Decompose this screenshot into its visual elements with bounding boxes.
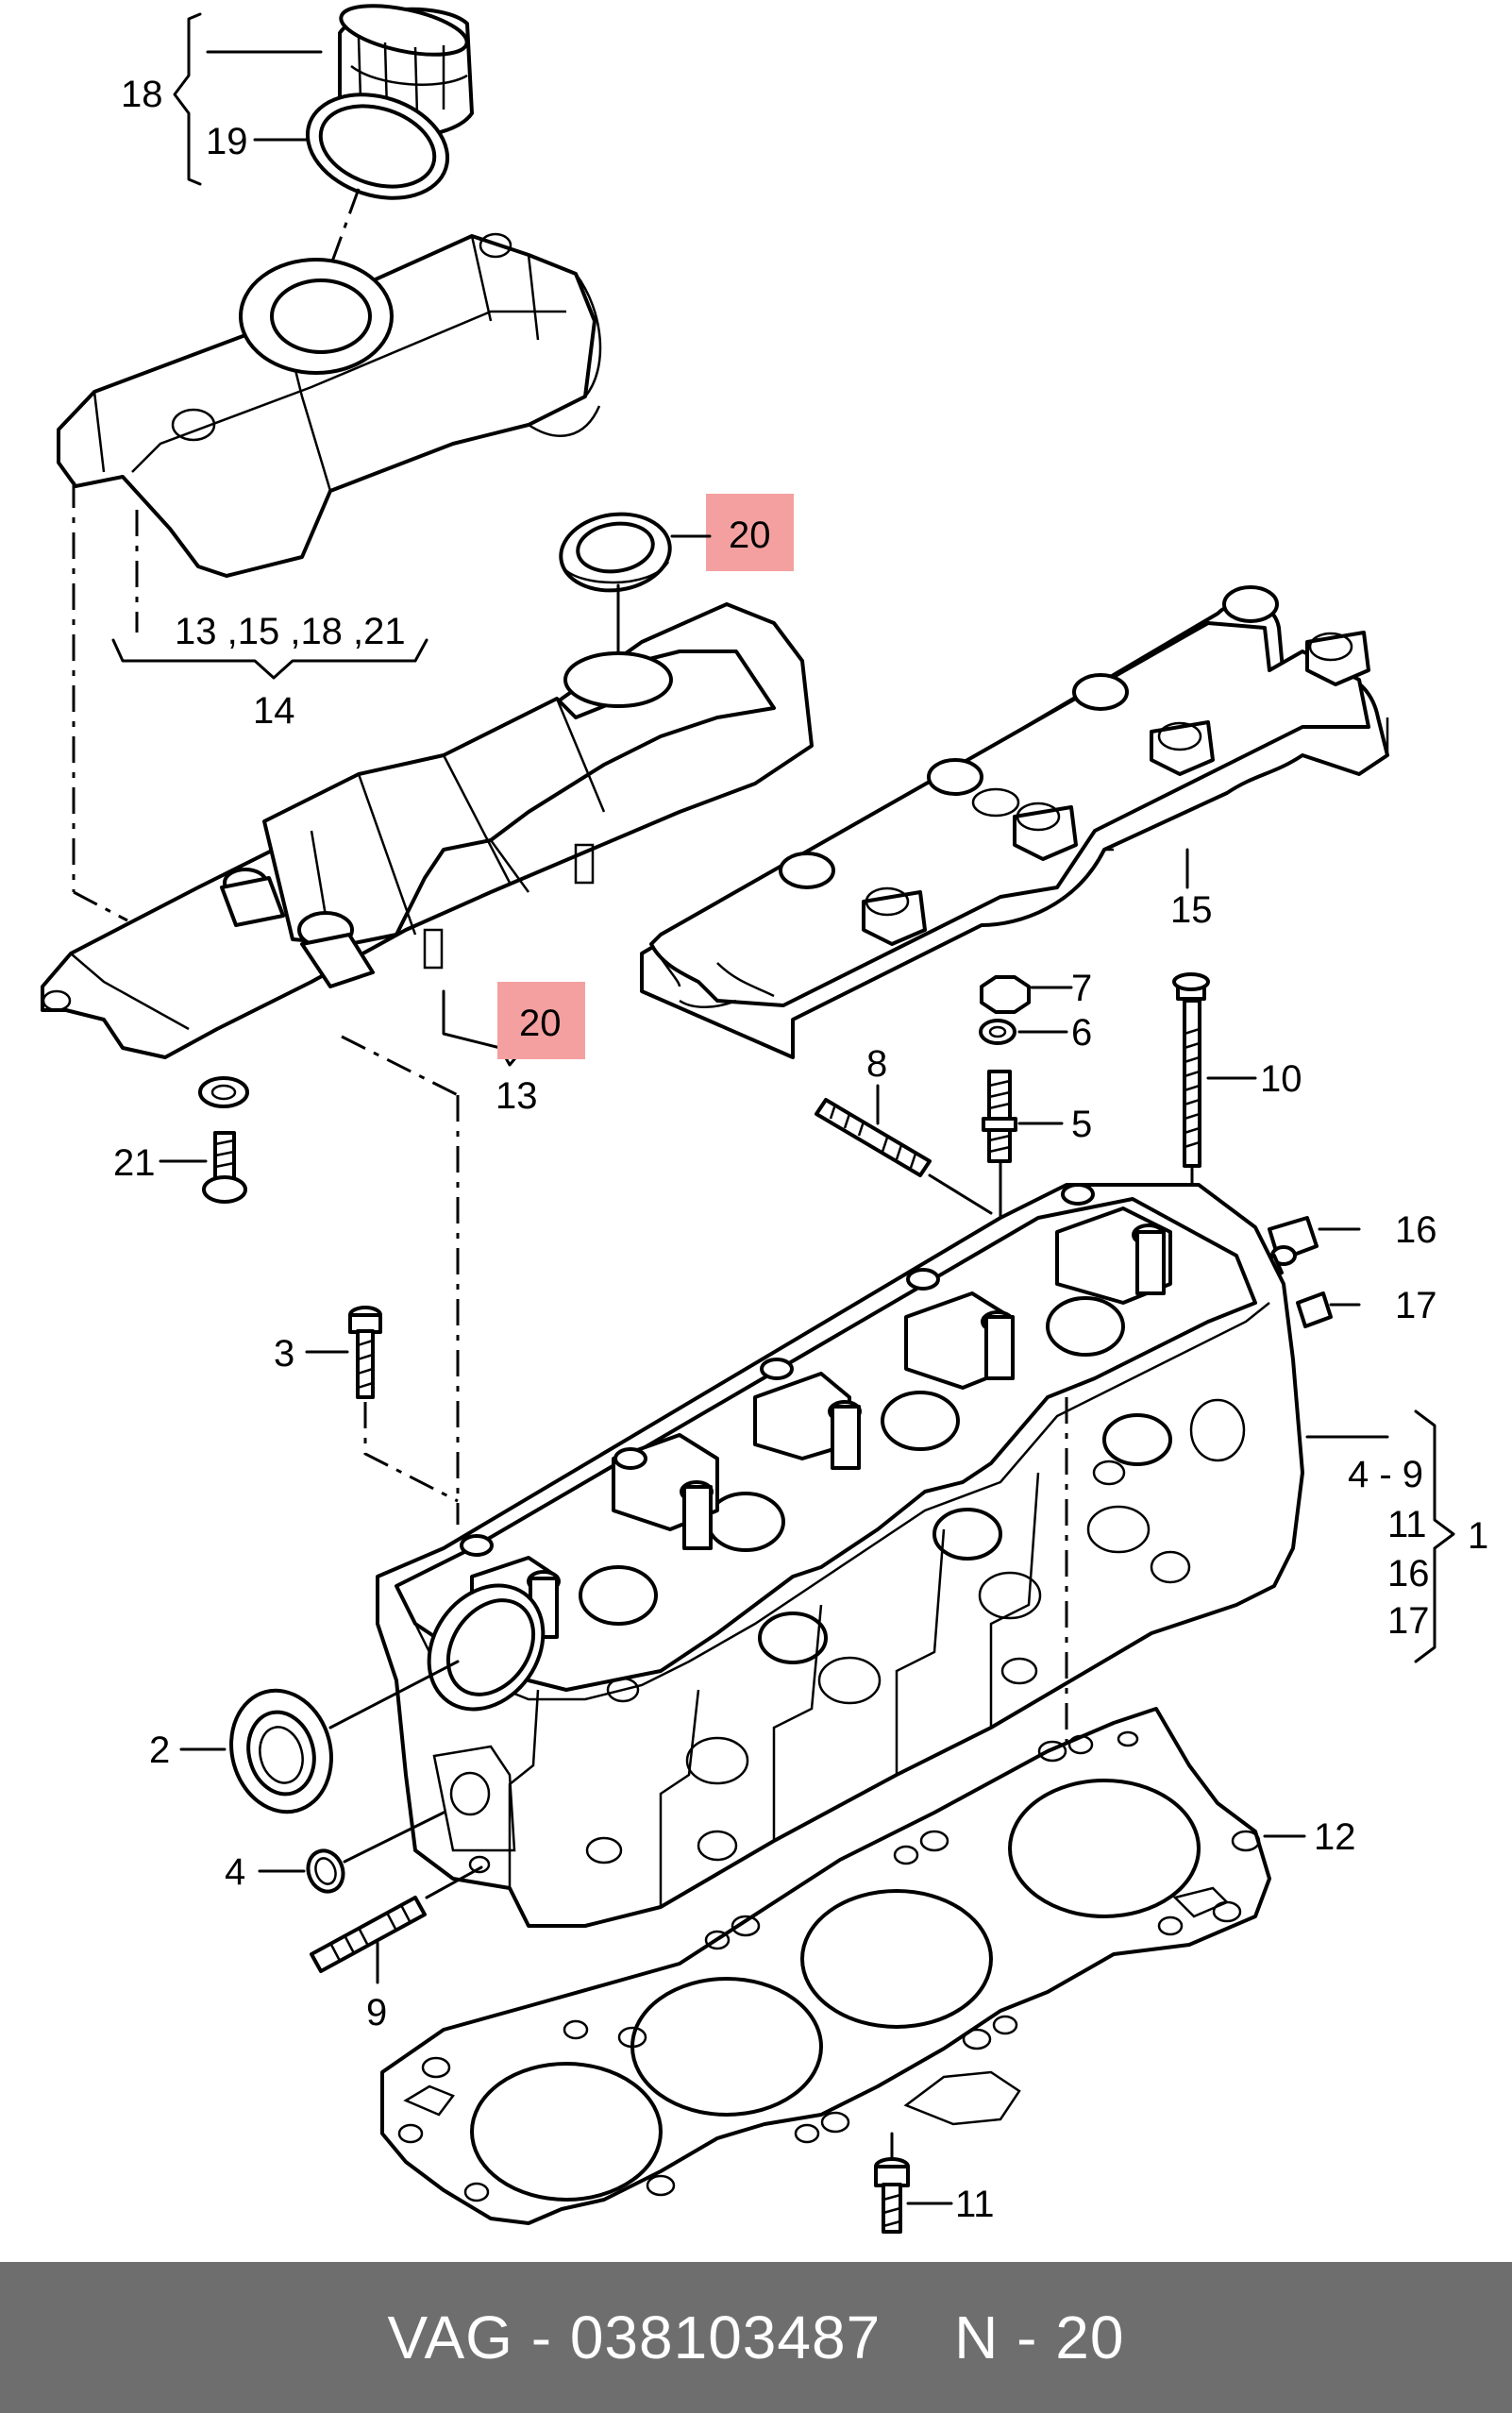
callout-4: 4 (225, 1851, 245, 1893)
callout-5: 5 (1071, 1104, 1092, 1145)
callout-13-15-18-21: 13 ,15 ,18 ,21 (175, 611, 406, 652)
footer-text: VAG - 038103487 N - 20 (388, 2303, 1125, 2372)
callout-8: 8 (866, 1043, 887, 1085)
callout-13: 13 (496, 1075, 538, 1117)
cover-seal-20 (559, 512, 672, 682)
callout-6: 6 (1071, 1012, 1092, 1054)
callout-16: 16 (1395, 1209, 1437, 1251)
stud-8 (815, 1084, 993, 1215)
bolt-11 (874, 2132, 953, 2234)
highlight-box-20-mid (497, 982, 585, 1059)
assembly-line-left-c (73, 890, 128, 922)
lower-valve-cover (41, 602, 814, 1059)
callout-14: 14 (253, 690, 295, 732)
callout-17-group: 17 (1387, 1600, 1430, 1642)
cap-seal-ring (305, 93, 450, 200)
stud-9 (310, 1865, 483, 1984)
bracket-18-19 (173, 12, 323, 186)
callout-11: 11 (955, 2184, 995, 2225)
head-gasket (380, 1707, 1271, 2225)
shaft-seal-2 (179, 1660, 460, 1814)
callout-19: 19 (206, 121, 248, 162)
washer-21 (198, 1076, 249, 1108)
highlight-box-20-top (706, 494, 794, 571)
callout-20-mid: 20 (519, 1003, 562, 1044)
callout-21: 21 (113, 1142, 156, 1184)
footer-bar: VAG - 038103487 N - 20 (0, 2262, 1512, 2413)
bolt-3 (305, 1306, 459, 1503)
assembly-line-mid-b (341, 1035, 459, 1097)
callout-16-group: 16 (1387, 1553, 1430, 1595)
callout-15: 15 (1170, 889, 1213, 931)
callout-3: 3 (274, 1333, 294, 1375)
bolt-21 (159, 1131, 247, 1204)
washer-6 (979, 1019, 1068, 1045)
callout-11-group: 11 (1387, 1504, 1427, 1545)
footer-position-number: N - 20 (954, 2303, 1125, 2371)
bracket-1 (1305, 1409, 1455, 1663)
callout-10: 10 (1260, 1058, 1302, 1100)
callout-18: 18 (121, 74, 163, 115)
callout-1: 1 (1468, 1515, 1488, 1557)
callout-17: 17 (1395, 1285, 1437, 1326)
plug-17 (1296, 1291, 1361, 1328)
stud-5 (982, 1070, 1064, 1163)
callout-2: 2 (149, 1730, 170, 1771)
callout-12: 12 (1314, 1816, 1356, 1858)
cylinder-head (376, 1183, 1304, 1928)
sleeve-4 (258, 1811, 445, 1894)
callout-9: 9 (366, 1992, 387, 2033)
exploded-view-diagram: 18 19 13 ,15 ,18 ,21 14 20 (41, 4, 1488, 2234)
upper-valve-cover (57, 232, 602, 578)
bracket-14 (111, 638, 428, 680)
callout-4-9: 4 - 9 (1348, 1454, 1423, 1495)
valve-cover-gasket (640, 585, 1389, 1059)
footer-part-number: VAG - 038103487 (387, 2303, 882, 2371)
bolt-10 (1172, 972, 1257, 1215)
callout-20-top: 20 (729, 515, 771, 556)
nut-7 (980, 975, 1073, 1014)
callout-7: 7 (1071, 968, 1092, 1009)
